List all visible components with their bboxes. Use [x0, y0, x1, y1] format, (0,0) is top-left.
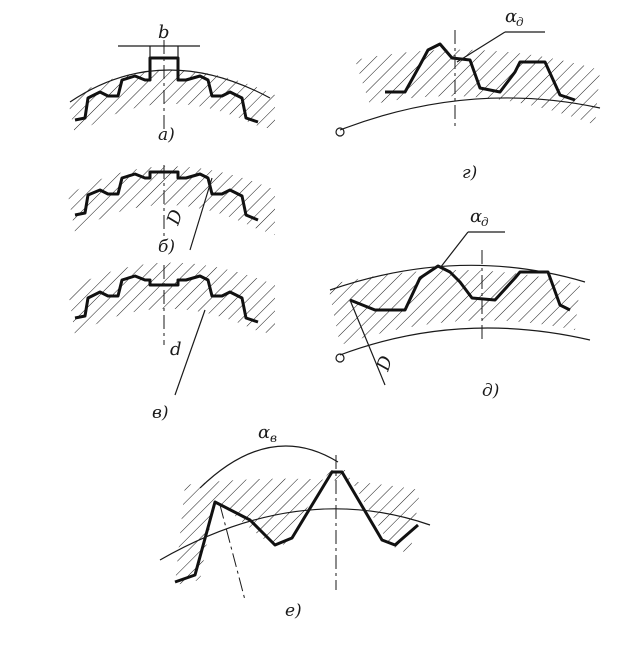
label-a: а) [158, 125, 175, 145]
panel-d: α д D д) [328, 206, 591, 401]
label-g: г) [462, 163, 477, 183]
panel-v-hatched-hub [68, 262, 275, 335]
panel-g-lower-arc [339, 97, 601, 131]
panel-b: D б) [68, 165, 275, 257]
panel-d-lower-arc [339, 327, 591, 356]
panel-d-hatched-shaft [328, 270, 580, 345]
panel-g-spline-profile [385, 42, 576, 102]
label-b: б) [158, 237, 175, 257]
panel-v: d в) [68, 262, 275, 423]
panel-g: α д г) [335, 6, 601, 183]
panel-v-leader-d [174, 309, 206, 396]
panel-d-leader-alpha [439, 231, 469, 269]
alpha-d-subscript: д [481, 215, 489, 229]
panel-d-leader-D [349, 299, 386, 386]
dim-D-symbol-b: D [163, 206, 188, 228]
panel-g-hatched-shaft [355, 49, 600, 125]
panel-d-center-marker [335, 353, 345, 363]
panel-a-outer-arc [69, 69, 271, 103]
label-e: е) [285, 601, 302, 621]
panel-g-leader-alpha [456, 31, 506, 63]
label-v: в) [152, 403, 169, 423]
panel-b-leader-D [189, 177, 213, 251]
panel-a: b а) [68, 22, 275, 145]
panel-e-axis-left [219, 504, 246, 601]
alpha-e-subscript: в [270, 431, 277, 445]
dim-D-symbol-d: D [372, 353, 397, 375]
panel-d-outer-arc [329, 264, 586, 291]
dim-d-symbol: d [170, 339, 182, 360]
alpha-g-subscript: д [516, 15, 524, 29]
panel-e-angle-arc [199, 445, 339, 489]
alpha-g-symbol: α [505, 6, 517, 27]
label-d: д) [482, 381, 499, 401]
alpha-e-symbol: α [258, 422, 270, 443]
panel-e-pitch-arc [159, 508, 431, 561]
panel-e-spline-profile [174, 470, 419, 584]
panel-e: α в е) [159, 422, 431, 621]
panel-g-center-marker [335, 127, 345, 137]
panel-e-hatched-body [175, 470, 420, 585]
dim-b-symbol: b [158, 22, 170, 43]
alpha-d-symbol: α [470, 206, 482, 227]
